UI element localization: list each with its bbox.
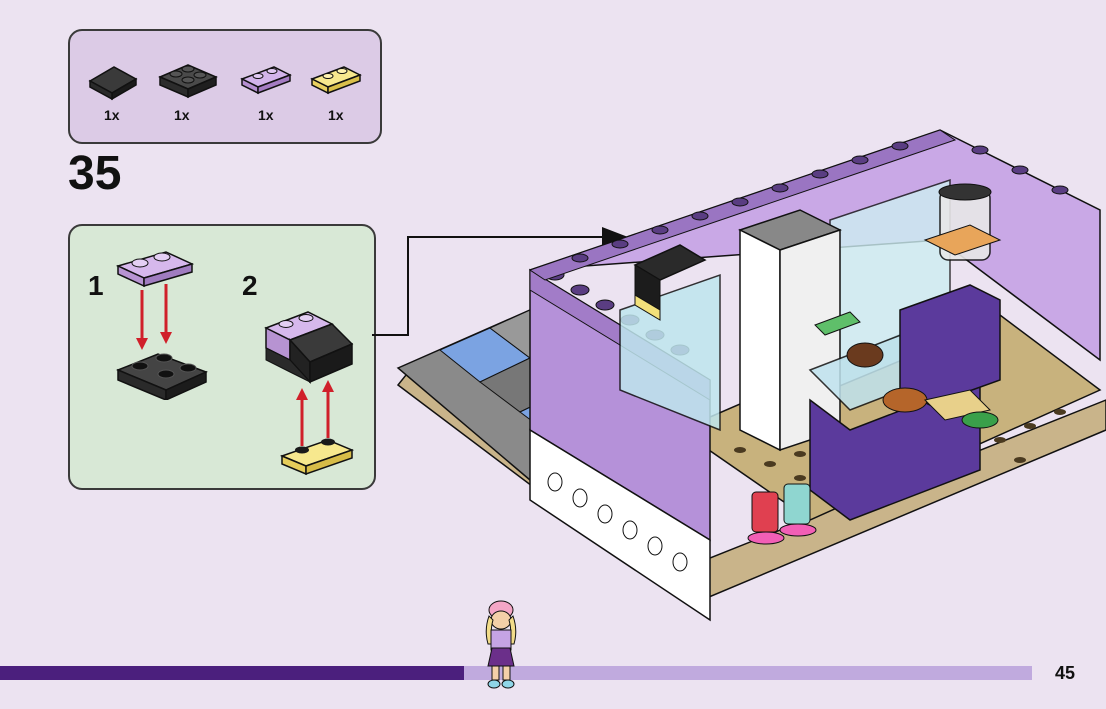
part-lavender-plate: 1x [238,31,308,131]
subassembly-callout: 1 2 [68,224,376,490]
part-trans-yellow-plate: 1x [308,31,378,131]
substep-1-illustration [115,251,208,400]
part-qty: 1x [104,107,120,123]
part-qty: 1x [174,107,190,123]
model-illustration [396,129,1106,622]
step-number: 35 [68,147,122,200]
parts-list-callout: 1x 1x 1x 1x [68,29,382,144]
part-qty: 1x [328,107,344,123]
part-bracket-plate: 1x [154,31,224,131]
minifigure-progress-marker [485,600,517,689]
substep-2-illustration [264,311,355,476]
progress-fill [0,666,464,680]
substep-label: 2 [242,270,258,301]
substep-label: 1 [88,270,104,301]
part-black-slope: 1x [84,31,154,131]
part-qty: 1x [258,107,274,123]
connector-arrow [372,227,628,336]
page-number: 45 [1055,663,1076,683]
